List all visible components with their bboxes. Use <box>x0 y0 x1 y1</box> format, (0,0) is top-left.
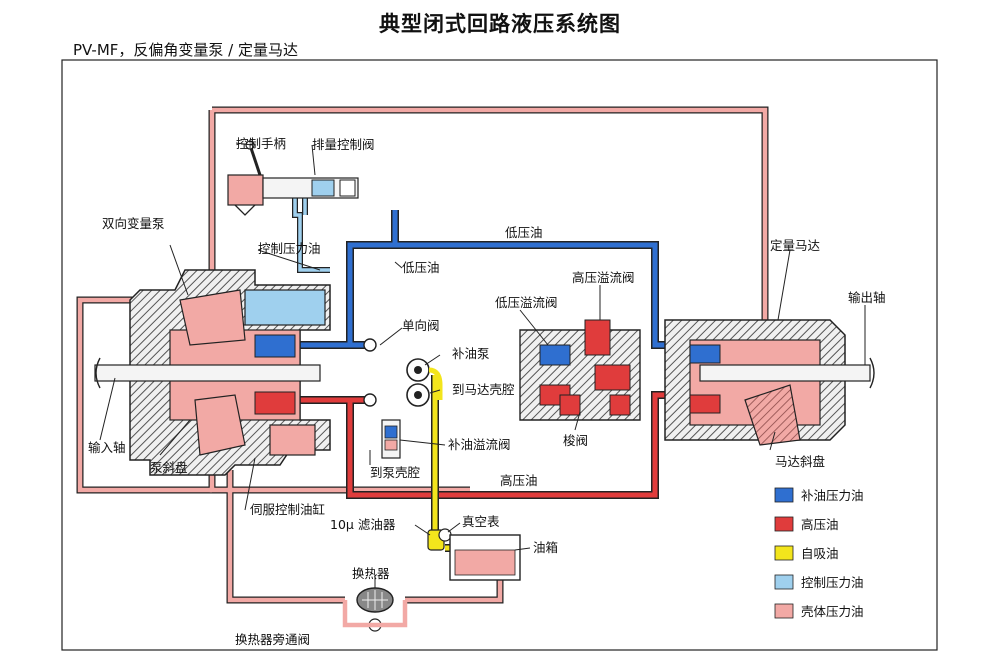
outer-frame <box>61 59 938 651</box>
legend-label: 自吸油 <box>801 546 839 561</box>
heat-exchanger <box>356 587 394 613</box>
label-low-pressure-oil-top: 低压油 <box>505 225 543 240</box>
low-pressure-line <box>300 210 705 349</box>
label-check-valve: 单向阀 <box>402 318 440 333</box>
diagram-title: 典型闭式回路液压系统图 <box>379 12 621 36</box>
label-servo-cylinder: 伺服控制油缸 <box>250 502 325 517</box>
label-low-pressure-oil-mid: 低压油 <box>402 260 440 275</box>
input-shaft <box>94 364 321 382</box>
motor-body <box>664 319 846 446</box>
legend-label: 控制压力油 <box>801 575 864 590</box>
label-bidirectional-pump: 双向变量泵 <box>102 216 165 231</box>
output-shaft <box>699 364 871 382</box>
label-control-handle: 控制手柄 <box>236 136 286 151</box>
label-heat-exchanger: 换热器 <box>352 566 390 581</box>
label-shuttle-valve: 梭阀 <box>563 433 588 448</box>
legend-swatch <box>774 545 794 561</box>
label-tank: 油箱 <box>533 540 558 555</box>
legend-swatch <box>774 603 794 619</box>
leader-lines <box>99 142 866 588</box>
label-filter: 10μ 滤油器 <box>330 517 396 532</box>
label-control-pressure-oil: 控制压力油 <box>258 241 321 256</box>
label-high-pressure-oil: 高压油 <box>500 473 538 488</box>
legend-label: 壳体压力油 <box>801 604 864 619</box>
charge-relief-valve <box>381 419 401 459</box>
legend-label: 补油压力油 <box>801 488 864 503</box>
label-motor-swashplate: 马达斜盘 <box>775 454 825 469</box>
label-output-shaft: 输出轴 <box>848 290 886 305</box>
label-vacuum-gauge: 真空表 <box>462 514 500 529</box>
label-to-pump-case: 到泵壳腔 <box>370 465 420 480</box>
label-lp-relief: 低压溢流阀 <box>495 295 558 310</box>
label-charge-pump: 补油泵 <box>452 346 490 361</box>
charge-pump <box>406 358 443 407</box>
label-charge-relief: 补油溢流阀 <box>448 437 511 452</box>
legend-swatch <box>774 487 794 503</box>
legend-swatch <box>774 574 794 590</box>
label-fixed-motor: 定量马达 <box>770 238 821 253</box>
displacement-control-valve <box>227 174 359 216</box>
label-bypass-valve: 换热器旁通阀 <box>235 632 310 647</box>
bypass-valve <box>342 600 408 632</box>
label-displacement-valve: 排量控制阀 <box>312 137 375 152</box>
motor-valve-block <box>519 319 641 421</box>
check-valve <box>363 338 377 407</box>
label-hp-relief: 高压溢流阀 <box>572 270 635 285</box>
label-to-motor-case: 到马达壳腔 <box>452 382 515 397</box>
tank <box>449 534 521 581</box>
diagram-subtitle: PV-MF，反偏角变量泵 / 定量马达 <box>73 41 299 59</box>
legend-swatch <box>774 516 794 532</box>
legend-label: 高压油 <box>801 517 839 532</box>
label-swashplate: 泵斜盘 <box>150 460 188 475</box>
label-input-shaft: 输入轴 <box>88 440 126 455</box>
